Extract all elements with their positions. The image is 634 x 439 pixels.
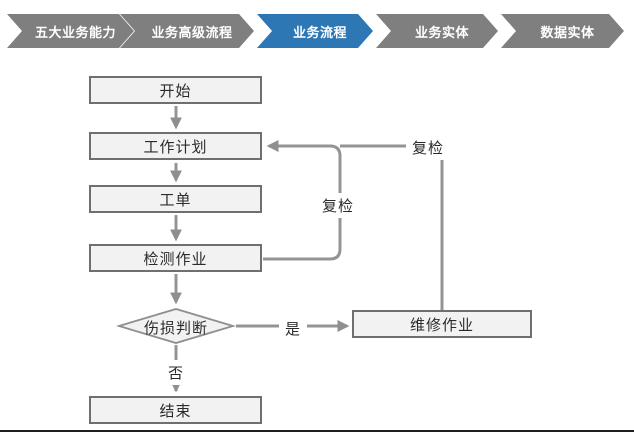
breadcrumb-step-business-process-active[interactable]: 业务流程 [257, 14, 373, 48]
edge-label-no: 否 [162, 360, 191, 385]
edge-label-recheck-outer: 复检 [406, 135, 451, 160]
flow-node-work-plan: 工作计划 [89, 132, 262, 160]
breadcrumb-step-five-capabilities[interactable]: 五大业务能力 [7, 14, 134, 48]
bottom-divider [0, 430, 634, 432]
edge-label-yes: 是 [279, 316, 308, 341]
flow-node-label: 结束 [159, 402, 192, 420]
breadcrumb-step-label: 业务流程 [292, 24, 347, 40]
breadcrumb-step-data-entity[interactable]: 数据实体 [501, 14, 624, 48]
breadcrumb-step-label: 数据实体 [540, 24, 595, 40]
breadcrumb-step-label: 业务实体 [414, 24, 469, 40]
breadcrumb-step-label: 业务高级流程 [151, 24, 233, 40]
flow-node-label: 维修作业 [409, 316, 474, 334]
flow-node-inspection: 检测作业 [89, 244, 262, 272]
flow-node-label: 工单 [159, 191, 192, 209]
breadcrumb-step-business-entity[interactable]: 业务实体 [376, 14, 498, 48]
breadcrumb-step-label: 五大业务能力 [34, 24, 116, 40]
flow-node-repair: 维修作业 [352, 310, 532, 338]
flow-node-work-order: 工单 [89, 185, 262, 213]
flow-node-end: 结束 [89, 396, 262, 424]
flow-node-label: 开始 [159, 82, 192, 100]
flow-node-label: 工作计划 [143, 138, 208, 156]
flow-node-label: 检测作业 [143, 250, 208, 268]
breadcrumb-step-advanced-process[interactable]: 业务高级流程 [120, 14, 254, 48]
flow-node-start: 开始 [89, 76, 262, 104]
flow-node-damage-decision-label: 伤损判断 [143, 320, 208, 337]
edge-label-recheck-inner: 复检 [316, 193, 361, 218]
